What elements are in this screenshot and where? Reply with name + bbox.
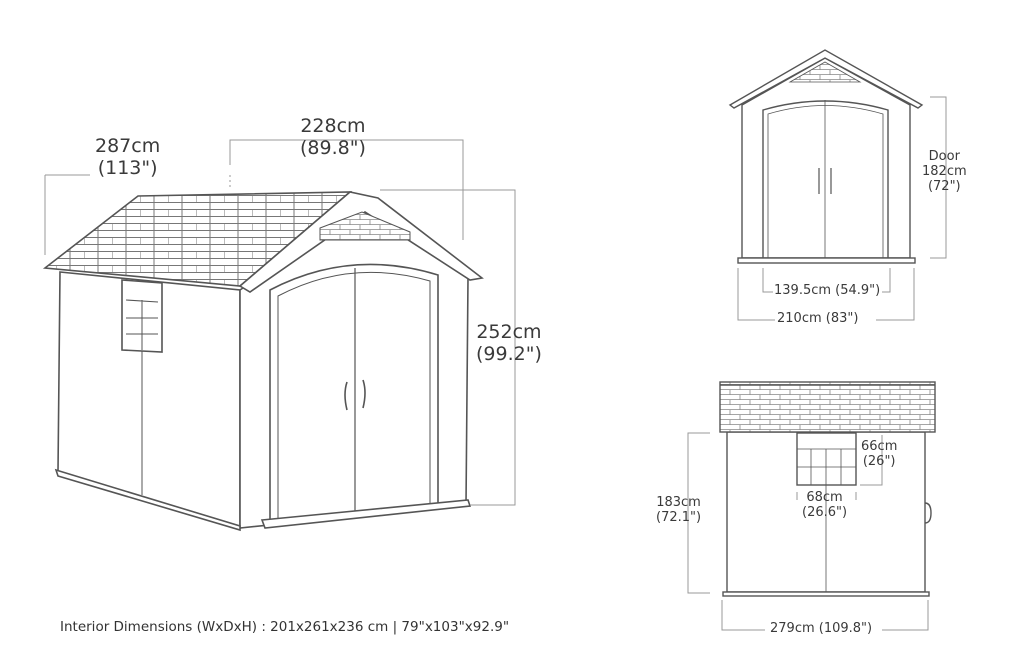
wall-height-cm: 183cm <box>656 495 701 510</box>
window-width-label: 68cm (26.6") <box>802 490 848 521</box>
side-total-depth-label: 279cm (109.8") <box>770 621 873 636</box>
door-width-label: 139.5cm (54.9") <box>774 283 881 298</box>
height-dimension-label: 252cm (99.2") <box>476 321 542 366</box>
window-height-cm: 66cm <box>861 439 898 454</box>
window-height-in: (26") <box>862 453 896 469</box>
door-height-label: Door 182cm (72") <box>922 149 967 195</box>
door-height-in: (72") <box>927 178 961 194</box>
front-view-shed <box>728 49 924 264</box>
base-skirt <box>260 499 472 529</box>
width-dimension-label: 228cm (89.8") <box>300 115 366 160</box>
width-in: (89.8") <box>300 136 366 159</box>
front-view-dimension-lines <box>737 96 947 321</box>
door-label: Door <box>928 149 960 164</box>
gable-vent <box>319 211 411 241</box>
wall-height-in: (72.1") <box>656 509 702 525</box>
window-width-cm: 68cm <box>806 490 843 505</box>
height-in: (99.2") <box>476 342 542 365</box>
perspective-shed <box>42 191 484 532</box>
depth-in: (113") <box>97 156 158 179</box>
width-cm: 228cm <box>300 115 366 137</box>
interior-dimensions-note: Interior Dimensions (WxDxH) : 201x261x23… <box>60 619 510 635</box>
window-width-in: (26.6") <box>802 504 848 520</box>
perspective-dimension-lines <box>44 139 516 506</box>
height-cm: 252cm <box>476 321 542 343</box>
side-view-shed <box>719 381 936 597</box>
depth-dimension-label: 287cm (113") <box>95 135 161 180</box>
window-height-label: 66cm (26") <box>861 439 898 470</box>
door-arch <box>269 263 439 522</box>
depth-cm: 287cm <box>95 135 161 157</box>
front-total-width-label: 210cm (83") <box>777 311 859 326</box>
side-view-dimension-lines <box>687 432 929 631</box>
side-wall-height-label: 183cm (72.1") <box>656 495 702 526</box>
door-height-cm: 182cm <box>922 163 967 179</box>
